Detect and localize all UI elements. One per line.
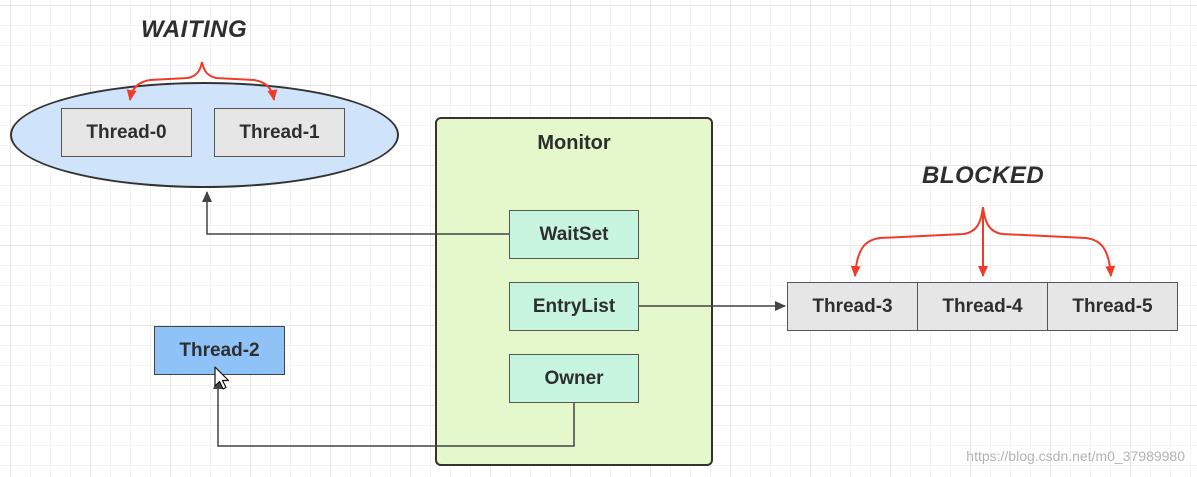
owner-to-thread-2-connector	[213, 378, 575, 447]
mouse-cursor-icon	[214, 366, 230, 390]
thread-3-box: Thread-3	[787, 282, 918, 331]
thread-4-box: Thread-4	[917, 282, 1048, 331]
monitor-title: Monitor	[537, 132, 611, 154]
waitset-to-waiting-connector	[202, 191, 509, 235]
thread-1-box: Thread-1	[214, 108, 345, 157]
waitset-slot: WaitSet	[509, 210, 639, 259]
waiting-state-label: WAITING	[141, 16, 248, 43]
thread-2-box: Thread-2	[154, 326, 285, 375]
waiting-brace-arrows	[126, 61, 278, 101]
blocked-state-label: BLOCKED	[922, 162, 1045, 189]
watermark: https://blog.csdn.net/m0_37989980	[966, 448, 1185, 464]
thread-5-box: Thread-5	[1047, 282, 1178, 331]
owner-slot: Owner	[509, 354, 639, 403]
thread-0-box: Thread-0	[61, 108, 192, 157]
blocked-brace-arrows	[850, 206, 1116, 277]
entrylist-slot: EntryList	[509, 282, 639, 331]
